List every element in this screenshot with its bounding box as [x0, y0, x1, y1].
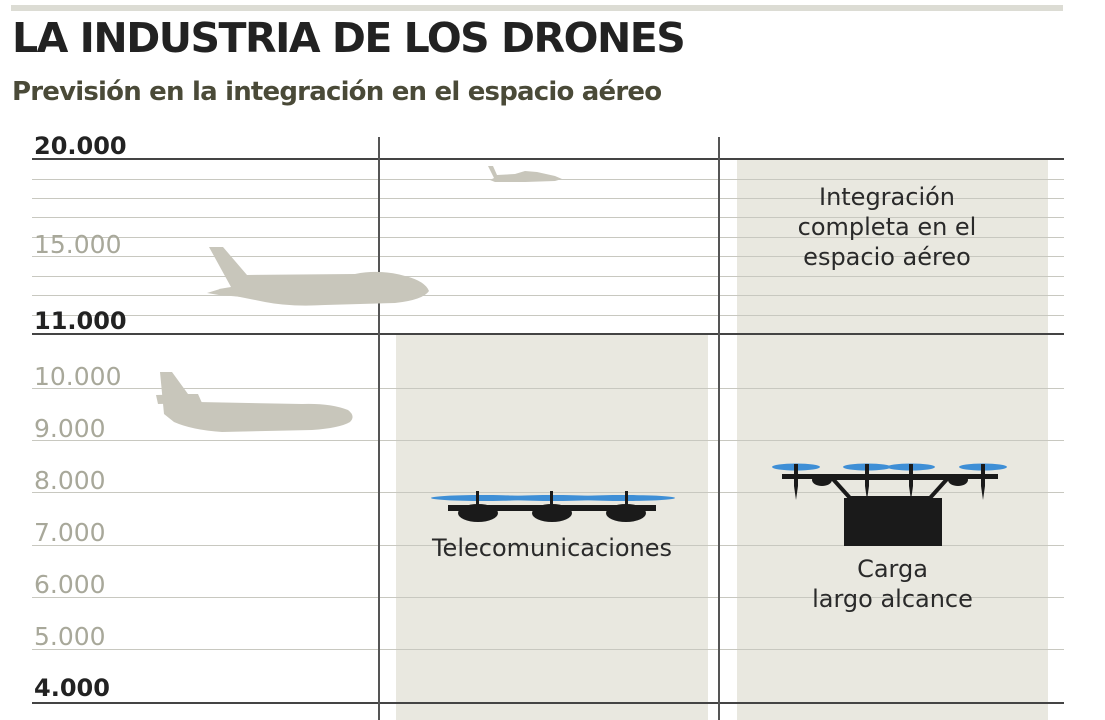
gridline: [32, 198, 1064, 199]
tick-label: 11.000: [34, 307, 127, 335]
gridline-11000: [32, 333, 1064, 335]
gridline-20000: [32, 158, 1064, 160]
tick-label: 9.000: [34, 414, 106, 443]
trijet-airliner-icon: [156, 372, 353, 432]
gridline: [32, 649, 1064, 650]
gridline: [32, 440, 1064, 441]
gridline: [32, 237, 1064, 238]
gridline: [32, 256, 1064, 257]
top-rule: [11, 5, 1063, 11]
fighter-jet-icon: [488, 166, 562, 182]
tick-label: 6.000: [34, 570, 106, 599]
telecom-label-text: Telecomunicaciones: [431, 534, 673, 562]
page-subtitle: Previsión en la integración en el espaci…: [12, 77, 662, 107]
tick-label: 15.000: [34, 230, 122, 259]
cargo-label-line2: largo alcance: [812, 585, 973, 613]
column-divider-2: [718, 137, 720, 720]
gridline-4000: [32, 702, 1064, 704]
tick-label: 7.000: [34, 518, 106, 547]
cargo-label-line1: Carga: [857, 555, 928, 583]
gridline: [32, 597, 1064, 598]
integration-label-line2: completa en el: [797, 213, 977, 241]
gridline: [32, 295, 1064, 296]
gridline: [32, 388, 1064, 389]
gridline: [32, 492, 1064, 493]
cargo-drone-icon: [772, 463, 1007, 546]
tick-label: 10.000: [34, 362, 122, 391]
integration-label-line3: espacio aéreo: [803, 243, 971, 271]
gridline: [32, 276, 1064, 277]
tick-label: 8.000: [34, 466, 106, 495]
telecom-label: Telecomunicaciones: [396, 533, 708, 563]
telecom-zone: [396, 335, 708, 720]
page-title: LA INDUSTRIA DE LOS DRONES: [12, 14, 686, 62]
gridline: [32, 315, 1064, 316]
solar-drone-icon: [431, 491, 675, 522]
gridline: [32, 217, 1064, 218]
integration-label-line1: Integración: [818, 183, 956, 211]
jumbo-jet-icon: [207, 247, 429, 306]
tick-label: 20.000: [34, 132, 127, 160]
integration-label: Integración completa en el espacio aéreo: [737, 182, 1037, 272]
cargo-label: Carga largo alcance: [737, 554, 1048, 614]
gridline: [32, 545, 1064, 546]
tick-label: 5.000: [34, 622, 106, 651]
tick-label: 4.000: [34, 674, 110, 702]
column-divider-1: [378, 137, 380, 720]
